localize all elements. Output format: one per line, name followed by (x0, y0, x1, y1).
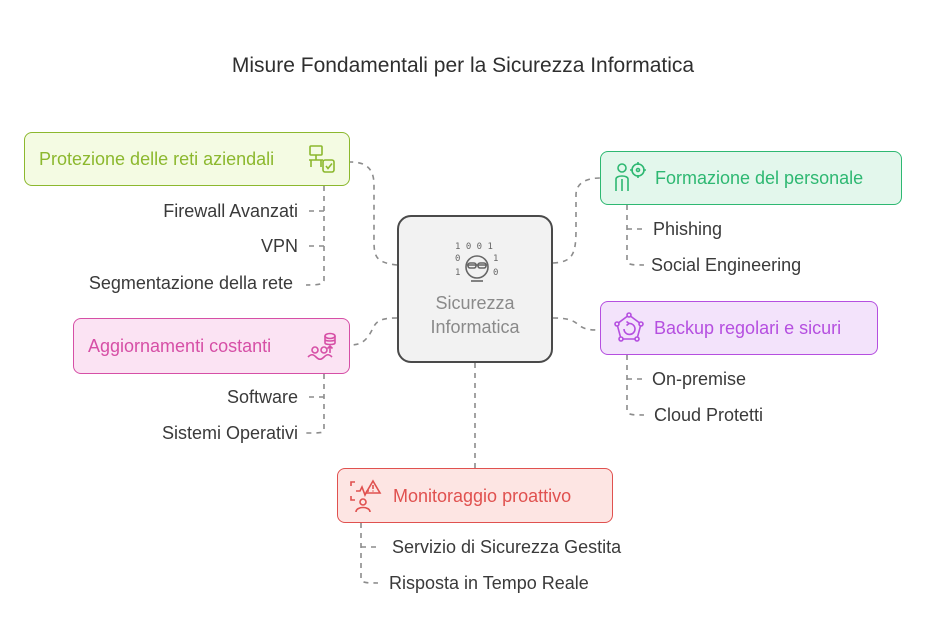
category-protezione-label: Protezione delle reti aziendali (39, 149, 275, 169)
category-monitoraggio-label: Monitoraggio proattivo (393, 485, 572, 506)
item-on-premise: On-premise (652, 369, 747, 389)
item-software: Software (226, 387, 298, 407)
update-database-icon (307, 332, 336, 361)
category-backup[interactable]: Backup regolari e sicuri (600, 301, 878, 355)
backup-cycle-icon (614, 312, 644, 342)
svg-text:1: 1 (493, 254, 498, 264)
center-label: Sicurezza Informatica (430, 293, 520, 337)
hacker-icon: 1 0 0 1 0 1 1 0 (455, 242, 498, 282)
svg-text:1: 1 (455, 268, 460, 278)
category-aggiornamenti-label: Aggiornamenti costanti (88, 336, 272, 356)
item-cloud-protetti: Cloud Protetti (654, 405, 764, 425)
person-target-icon (615, 162, 646, 191)
category-backup-label: Backup regolari e sicuri (654, 318, 842, 338)
item-risposta-tempo-reale: Risposta in Tempo Reale (389, 573, 589, 593)
item-sistemi-operativi: Sistemi Operativi (161, 423, 298, 443)
category-protezione[interactable]: Protezione delle reti aziendali (24, 132, 350, 186)
item-servizio-sicurezza: Servizio di Sicurezza Gestita (392, 537, 622, 557)
item-vpn: VPN (260, 236, 298, 256)
diagram-title: Misure Fondamentali per la Sicurezza Inf… (231, 54, 695, 77)
item-social-engineering: Social Engineering (651, 255, 802, 275)
svg-text:1 0 0 1: 1 0 0 1 (455, 242, 493, 252)
svg-text:0: 0 (455, 254, 460, 264)
item-firewall: Firewall Avanzati (163, 201, 298, 221)
category-aggiornamenti[interactable]: Aggiornamenti costanti (73, 318, 350, 374)
network-shield-icon (309, 145, 335, 173)
category-formazione-label: Formazione del personale (655, 168, 864, 188)
svg-text:0: 0 (493, 268, 498, 278)
item-segmentazione: Segmentazione della rete (88, 273, 293, 293)
category-formazione[interactable]: Formazione del personale (600, 151, 902, 205)
monitor-alert-icon (350, 479, 382, 513)
category-monitoraggio[interactable]: Monitoraggio proattivo (337, 468, 613, 523)
center-node: 1 0 0 1 0 1 1 0 Sicurezza Informatica (397, 215, 553, 363)
item-phishing: Phishing (653, 219, 723, 239)
